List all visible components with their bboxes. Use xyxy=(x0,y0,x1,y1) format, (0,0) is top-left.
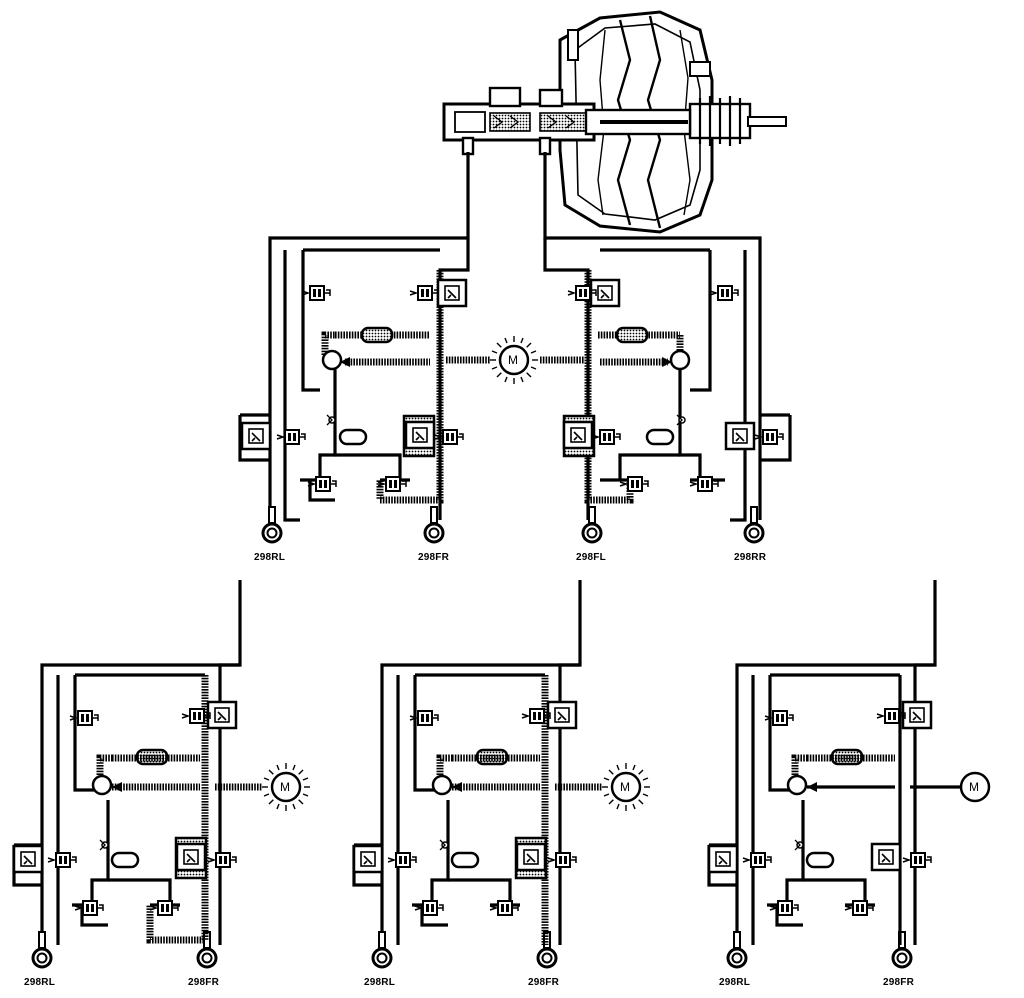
wheel-label-rl-br: 298RL xyxy=(719,977,750,988)
wheel-label-rl-bl: 298RL xyxy=(24,977,55,988)
wheel-label-rl-bm: 298RL xyxy=(364,977,395,988)
motor-label-top: M xyxy=(508,353,518,367)
wheel-label-rr-top: 298RR xyxy=(734,552,767,563)
motor-label-bm: M xyxy=(620,780,630,794)
wheel-label-fr-top: 298FR xyxy=(418,552,450,563)
wheel-label-fr-bl: 298FR xyxy=(188,977,220,988)
circuit-top-right: 298FL 298RR xyxy=(543,152,792,563)
wheel-label-fl-top: 298FL xyxy=(576,552,606,563)
motor-label-bl: M xyxy=(280,780,290,794)
wheel-label-rl-top: 298RL xyxy=(254,552,285,563)
master-cylinder-booster xyxy=(442,10,787,234)
circuit-top-left: 298RL 298FR xyxy=(238,152,470,563)
circuit-bottom-left: M 298RL 298FR xyxy=(14,580,312,988)
circuit-bottom-middle: M 298RL 298FR xyxy=(354,580,652,988)
wheel-label-fr-br: 298FR xyxy=(883,977,915,988)
circuit-bottom-right: M 298RL 298FR xyxy=(709,580,991,988)
motor-top: M xyxy=(446,334,585,386)
motor-label-br: M xyxy=(969,780,979,794)
wheel-label-fr-bm: 298FR xyxy=(528,977,560,988)
